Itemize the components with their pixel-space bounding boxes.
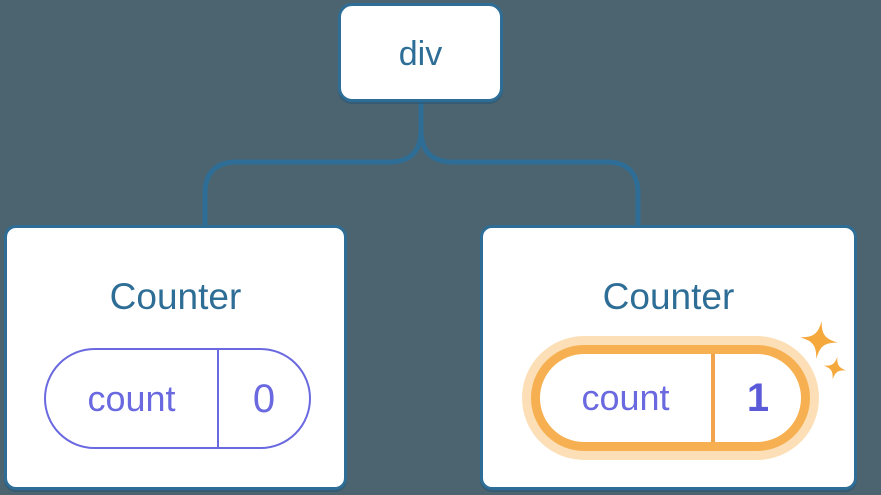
state-pill: count 0 xyxy=(44,348,311,449)
state-value: 1 xyxy=(746,376,770,420)
pill-divider xyxy=(217,350,219,447)
connector-right-branch xyxy=(418,129,641,226)
counter-card-right: Counter count 1 xyxy=(480,225,857,490)
sparkle-large xyxy=(800,321,838,359)
connector-left-branch xyxy=(202,102,424,226)
counter-card-left: Counter count 0 xyxy=(4,225,347,490)
state-value: 0 xyxy=(252,376,276,421)
root-node-div: div xyxy=(338,3,503,102)
sparkle-small xyxy=(823,356,847,380)
pill-divider xyxy=(711,354,715,442)
state-pill-highlighted: count 1 xyxy=(531,345,810,451)
state-key-label: count xyxy=(581,377,670,418)
counter-title: Counter xyxy=(602,276,735,317)
root-node-label: div xyxy=(398,34,443,73)
state-key-label: count xyxy=(87,377,176,419)
counter-title: Counter xyxy=(109,276,242,317)
